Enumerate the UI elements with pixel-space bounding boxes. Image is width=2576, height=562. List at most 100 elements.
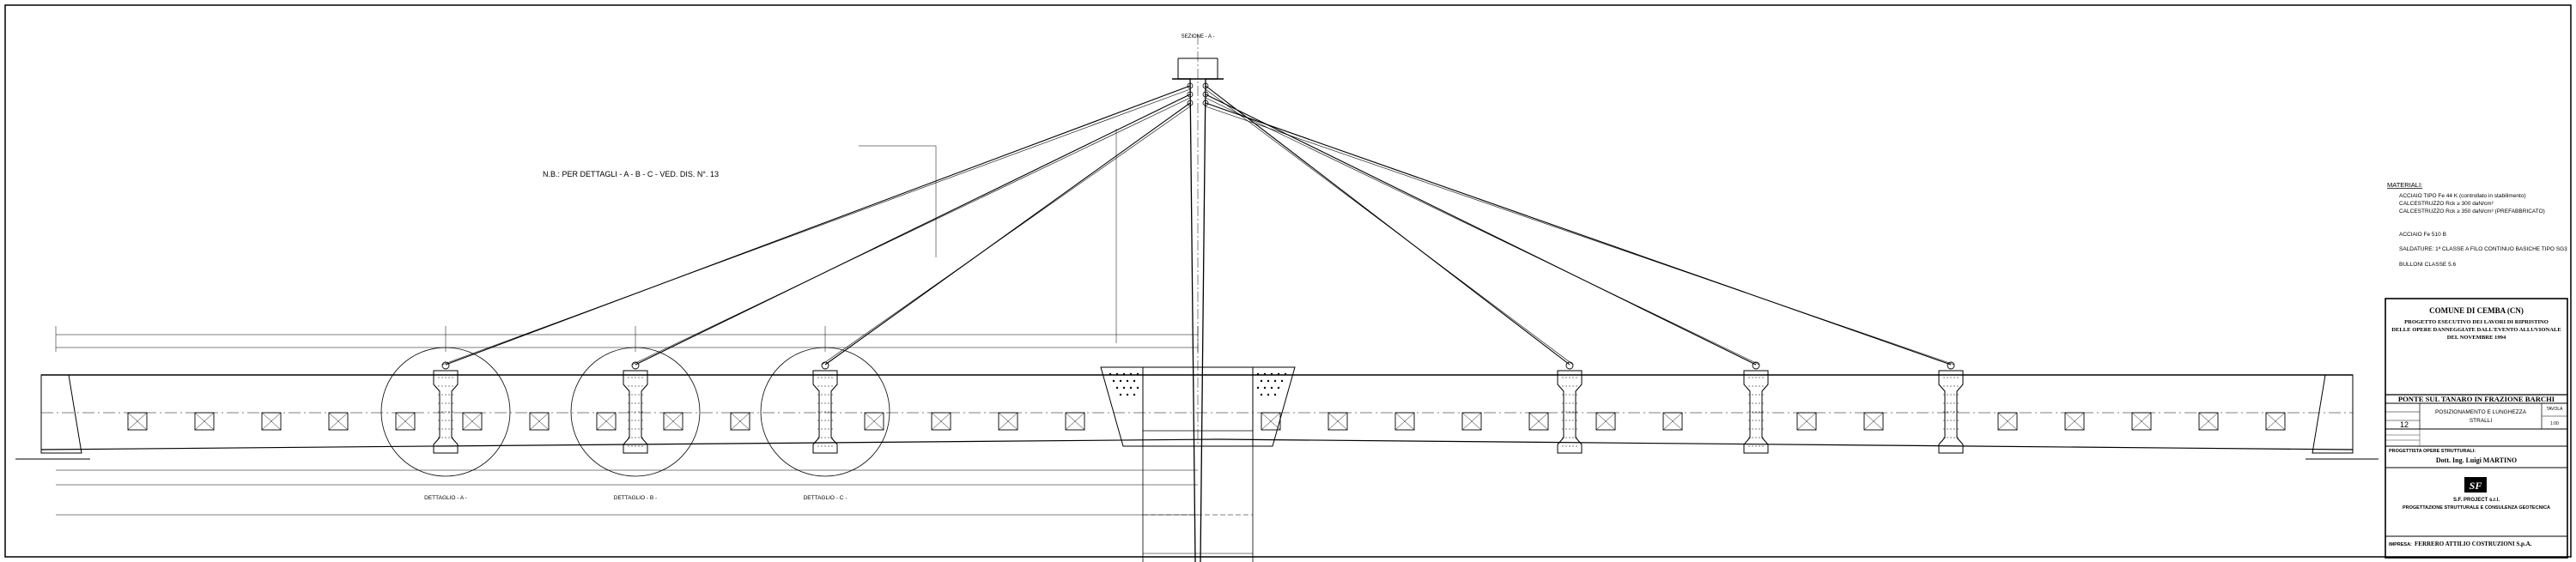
cross-frame-brace (2265, 412, 2286, 431)
materials-line: ACCIAIO TIPO Fe 44 K (controllato in sta… (2399, 193, 2526, 199)
cross-frame (1394, 412, 1415, 431)
cross-frame-brace (1327, 412, 1348, 431)
cross-frame (998, 412, 1018, 431)
tb-firm-name: S.F. PROJECT s.r.l. (2453, 498, 2500, 503)
stay-hangers (433, 361, 1964, 454)
cross-frame-brace (2198, 412, 2219, 431)
deck-cross-frames (127, 412, 2286, 431)
cross-frame-brace (462, 412, 483, 431)
cross-frame (2198, 412, 2219, 431)
detail-label-a: DETTAGLIO - A - (424, 495, 467, 501)
stay-cable (1205, 88, 1574, 366)
cross-frame-brace (1595, 412, 1616, 431)
cross-frame-box (1796, 412, 1817, 431)
cross-frame-box (2265, 412, 2286, 431)
cross-frame (596, 412, 617, 431)
cross-frame-brace (395, 412, 416, 431)
cross-frame (730, 412, 750, 431)
materials-heading: MATERIALI: (2387, 181, 2422, 189)
stay-cable (1205, 102, 1952, 366)
cross-frame-box (998, 412, 1018, 431)
cross-frame-brace (1065, 412, 1085, 431)
cross-frame-box (1461, 412, 1482, 431)
cross-frame (2131, 412, 2152, 431)
tb-sheet-number: 12 (2400, 420, 2409, 429)
cross-frame-brace (194, 412, 215, 431)
hanger-outline (623, 370, 648, 454)
cross-frame-brace (998, 412, 1018, 431)
cross-frame (1796, 412, 1817, 431)
cross-frame (395, 412, 416, 431)
stay-cable (1205, 106, 1955, 366)
tb-project-line: DELLE OPERE DANNEGGIATE DALL'EVENTO ALLU… (2391, 327, 2561, 333)
cross-frame (1461, 412, 1482, 431)
tb-firm-tagline: PROGETTAZIONE STRUTTURALE E CONSULENZA G… (2403, 505, 2550, 511)
cross-frame (1327, 412, 1348, 431)
cross-frame-box (2131, 412, 2152, 431)
tb-project-line: PROGETTO ESECUTIVO DEI LAVORI DI RIPRIST… (2404, 319, 2549, 325)
stay-cable (1205, 97, 1760, 366)
cross-frame-box (462, 412, 483, 431)
tb-drawing-title: STRALLI (2470, 418, 2493, 424)
cross-frame (864, 412, 884, 431)
cross-frame-box (328, 412, 349, 431)
hanger-outline (1743, 370, 1769, 454)
cable-anchor (1187, 82, 1194, 89)
cross-frame (1065, 412, 1085, 431)
firm-logo: SF (2470, 480, 2482, 492)
cross-frame (931, 412, 951, 431)
cross-frame-brace (2131, 412, 2152, 431)
cross-frame (1261, 412, 1281, 431)
cross-frame-box (730, 412, 750, 431)
cross-frame-brace (1394, 412, 1415, 431)
cable-anchor (1202, 82, 1209, 89)
cross-frame-brace (1997, 412, 2018, 431)
hanger-outline (1938, 370, 1964, 454)
cross-frame-brace (127, 412, 148, 431)
tb-bridge-title: PONTE SUL TANARO IN FRAZIONE BARCHI (2398, 395, 2555, 403)
detail-label-c: DETTAGLIO - C - (804, 495, 848, 501)
tb-designer: Dott. Ing. Luigi MARTINO (2436, 456, 2517, 464)
hanger-outline (812, 370, 838, 454)
cross-frame (2265, 412, 2286, 431)
hanger-pier (1938, 361, 1964, 454)
cross-frame-brace (864, 412, 884, 431)
tb-sheet-label: TAVOLA (2547, 407, 2564, 412)
tb-drawing-title: POSIZIONAMENTO E LUNGHEZZA (2435, 409, 2527, 415)
tb-comune: COMUNE DI CEMBA (CN) (2429, 306, 2524, 315)
cross-frame-box (1997, 412, 2018, 431)
deck-anchor (631, 361, 640, 370)
cross-frame (261, 412, 282, 431)
stay-cable (445, 85, 1191, 366)
deck-anchor (1565, 361, 1574, 370)
cross-frame-box (1394, 412, 1415, 431)
cross-frame-brace (663, 412, 683, 431)
materials-line: ACCIAIO Fe 510 B (2399, 232, 2446, 238)
cross-frame (1863, 412, 1884, 431)
stay-cable (1205, 94, 1757, 366)
cross-frame-box (127, 412, 148, 431)
cross-frame-box (1863, 412, 1884, 431)
cross-frame-brace (1461, 412, 1482, 431)
cross-frame-box (395, 412, 416, 431)
cross-frame-box (2198, 412, 2219, 431)
cross-frame-box (931, 412, 951, 431)
cross-frame-brace (2064, 412, 2085, 431)
hanger-outline (433, 370, 459, 454)
cross-frame (2064, 412, 2085, 431)
stay-cable (824, 102, 1191, 366)
stay-cable (631, 97, 1191, 366)
dimension-lines (55, 129, 1199, 516)
hanger-pier (812, 361, 838, 454)
cross-frame (462, 412, 483, 431)
deck-anchor (1752, 361, 1760, 370)
cross-frame-brace (261, 412, 282, 431)
cross-frame-box (596, 412, 617, 431)
cross-frame-box (529, 412, 550, 431)
cable-anchor (1187, 91, 1194, 98)
stay-cable (441, 88, 1191, 366)
cross-frame-box (1327, 412, 1348, 431)
cross-frame (328, 412, 349, 431)
stay-cable (635, 94, 1191, 366)
